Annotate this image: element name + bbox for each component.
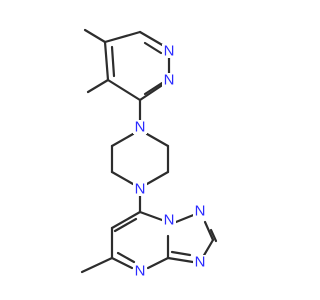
svg-text:N: N (164, 43, 175, 60)
molecule-diagram: N N N N N N N N (80, 28, 218, 280)
atom-n-pyrimidine-bottom: N (162, 72, 176, 89)
tp-methyl (80, 256, 114, 274)
atom-n-pyrimidine-fused-bottom: N (133, 263, 147, 280)
pip-bond-6 (145, 170, 170, 186)
tp-bond-n8-c7 (138, 210, 164, 222)
pyr-bond-c6-n1 (103, 30, 142, 44)
atom-n-piperazine-top: N (133, 119, 147, 136)
atom-n-pyrimidine-top: N (162, 43, 176, 60)
tp-bond-c5-n4-double (116, 251, 136, 264)
pip-bond-4 (145, 132, 170, 148)
atom-n-piperazine-bottom: N (133, 181, 147, 198)
atom-n-triazole-top: N (193, 203, 207, 220)
tri-bond-n8-n1 (174, 212, 198, 224)
pip-bond-1 (110, 132, 135, 148)
svg-text:N: N (195, 203, 206, 220)
svg-text:N: N (164, 212, 175, 229)
pyr-bond-c4-n3-double (143, 81, 164, 96)
methyl-bond-1 (83, 28, 107, 44)
pyr-bond-c4-n3 (138, 82, 166, 102)
svg-text:N: N (135, 263, 146, 280)
pyr-bond-c6-c5-double (110, 45, 116, 78)
tp-bond-c5-n4 (110, 256, 134, 270)
svg-text:N: N (195, 254, 206, 271)
tp-bond-c7-c6 (110, 210, 142, 230)
pyr-bond-c2-n1-double (143, 41, 163, 55)
pyr-bond-c5-c4 (106, 78, 142, 102)
tri-bond-n3-c3a-double (170, 250, 192, 257)
pip-bond-3 (110, 170, 135, 186)
tri-bond-n1-c2-double (209, 228, 218, 243)
svg-text:N: N (164, 72, 175, 89)
tri-bond-c2-n3 (201, 238, 215, 259)
methyl-bond-2 (86, 78, 110, 94)
tp-bond-c7-c6-double (113, 217, 138, 233)
atom-n-triazole-bottom: N (193, 254, 207, 271)
structure-svg: N N N N N N N N (80, 28, 218, 280)
tp-bond-n4-c3a (146, 256, 170, 270)
pyr-bond-c6-c5 (103, 40, 110, 82)
atom-n-triazole-bridge: N (162, 212, 176, 229)
tri-bond-n1-c2 (203, 220, 215, 242)
pyr-bond-c2-n1 (138, 30, 166, 48)
svg-text:N: N (135, 181, 146, 198)
svg-text:N: N (135, 119, 146, 136)
tri-bond-n3-c3a (166, 256, 195, 264)
